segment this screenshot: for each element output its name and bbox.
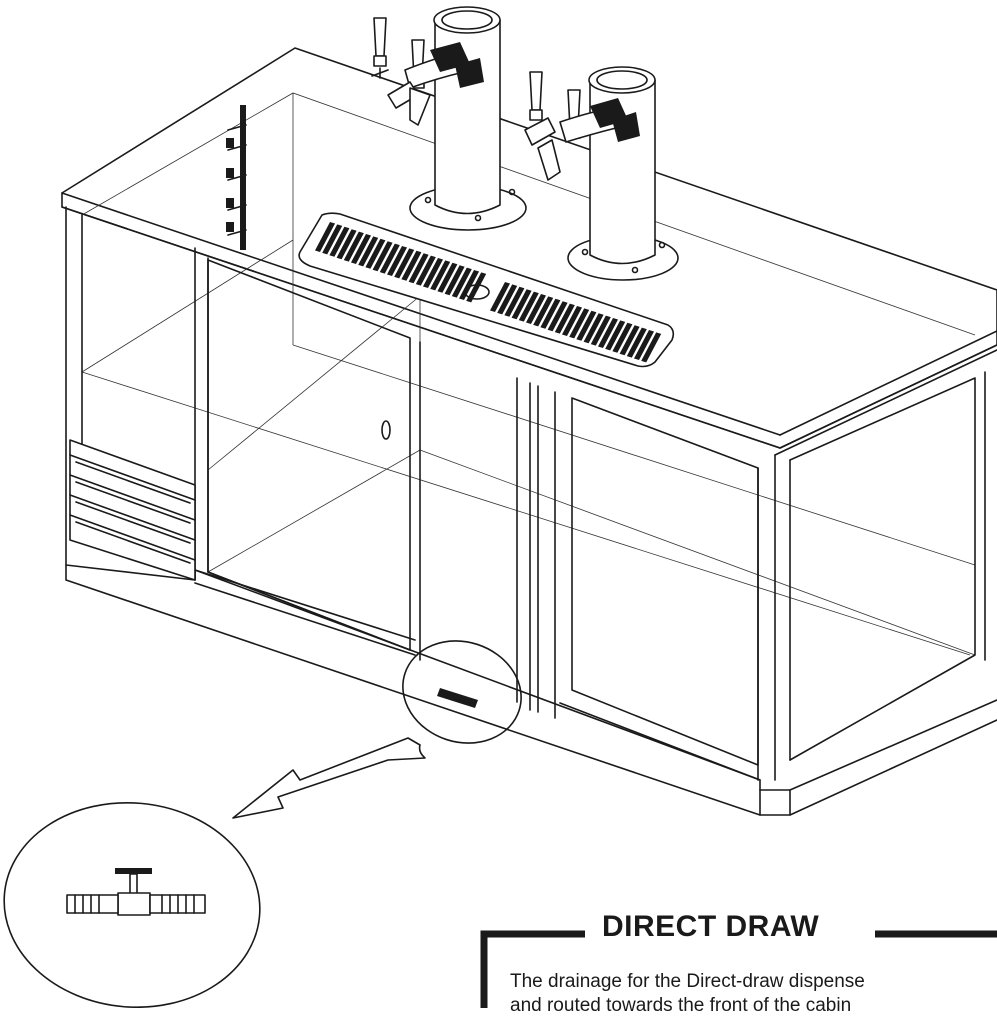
countertop bbox=[61, 47, 997, 449]
grill-slot bbox=[641, 332, 662, 363]
grill-slot bbox=[583, 313, 604, 344]
grill-slot bbox=[459, 270, 479, 300]
vent-louvers bbox=[69, 439, 196, 581]
tap-handle-icon bbox=[371, 17, 484, 126]
grill-slot bbox=[576, 310, 597, 341]
grill-slot bbox=[343, 231, 364, 262]
right-door bbox=[516, 377, 761, 781]
grill-slot bbox=[533, 296, 554, 327]
grill-slot bbox=[423, 258, 443, 288]
grill-slot bbox=[619, 325, 640, 356]
grill-slot bbox=[562, 306, 582, 336]
grill-slot bbox=[612, 322, 633, 353]
drain-callout bbox=[402, 640, 522, 744]
grill-slot bbox=[518, 291, 539, 322]
grill-slot bbox=[415, 255, 436, 286]
grill-slot bbox=[634, 330, 654, 360]
grill-slot bbox=[365, 238, 386, 269]
drip-tray bbox=[298, 212, 675, 368]
grill-slot bbox=[526, 294, 546, 324]
drip-tray-grill-right bbox=[490, 282, 662, 363]
grill-slot bbox=[598, 318, 618, 348]
drain-valve-detail bbox=[3, 801, 261, 1008]
section-body-line-2: and routed towards the front of the cabi… bbox=[510, 995, 852, 1016]
grill-slot bbox=[466, 272, 487, 303]
grill-slot bbox=[437, 262, 458, 293]
grill-slot bbox=[605, 320, 626, 351]
grill-slot bbox=[497, 284, 518, 315]
grill-slot bbox=[451, 267, 472, 298]
grill-slot bbox=[430, 260, 451, 291]
grill-slot bbox=[336, 229, 357, 260]
callout-arrow-icon bbox=[232, 737, 426, 819]
grill-slot bbox=[358, 236, 379, 267]
grill-slot bbox=[372, 241, 393, 272]
section-body: The drainage for the Direct-draw dispens… bbox=[510, 970, 997, 1018]
grill-slot bbox=[511, 289, 532, 320]
section-frame bbox=[480, 930, 997, 1008]
grill-slot bbox=[540, 298, 561, 329]
drip-tray-grill-left bbox=[315, 222, 487, 303]
right-side-panel bbox=[774, 349, 997, 781]
grill-slot bbox=[569, 308, 590, 339]
grill-slot bbox=[329, 226, 350, 257]
grill-slot bbox=[554, 303, 575, 334]
left-door bbox=[207, 259, 421, 661]
grill-slot bbox=[315, 222, 335, 252]
tap-tower-left bbox=[409, 6, 527, 231]
grill-slot bbox=[490, 282, 510, 312]
manifold-bracket bbox=[226, 105, 247, 250]
section-body-line-1: The drainage for the Direct-draw dispens… bbox=[510, 971, 865, 992]
section-title: DIRECT DRAW bbox=[594, 910, 828, 944]
grill-slot bbox=[444, 265, 465, 296]
grill-slot bbox=[322, 224, 343, 255]
grill-slot bbox=[387, 246, 407, 276]
grill-slot bbox=[547, 301, 568, 332]
tap-handle-icon bbox=[524, 71, 640, 181]
grill-slot bbox=[626, 327, 647, 358]
grill-slot bbox=[504, 286, 525, 317]
grill-slot bbox=[401, 250, 422, 281]
drain-valve-icon bbox=[66, 868, 206, 916]
grill-slot bbox=[379, 243, 400, 274]
grill-slot bbox=[408, 253, 429, 284]
grill-slot bbox=[590, 315, 611, 346]
grill-slot bbox=[351, 234, 371, 264]
grill-slot bbox=[394, 248, 415, 279]
